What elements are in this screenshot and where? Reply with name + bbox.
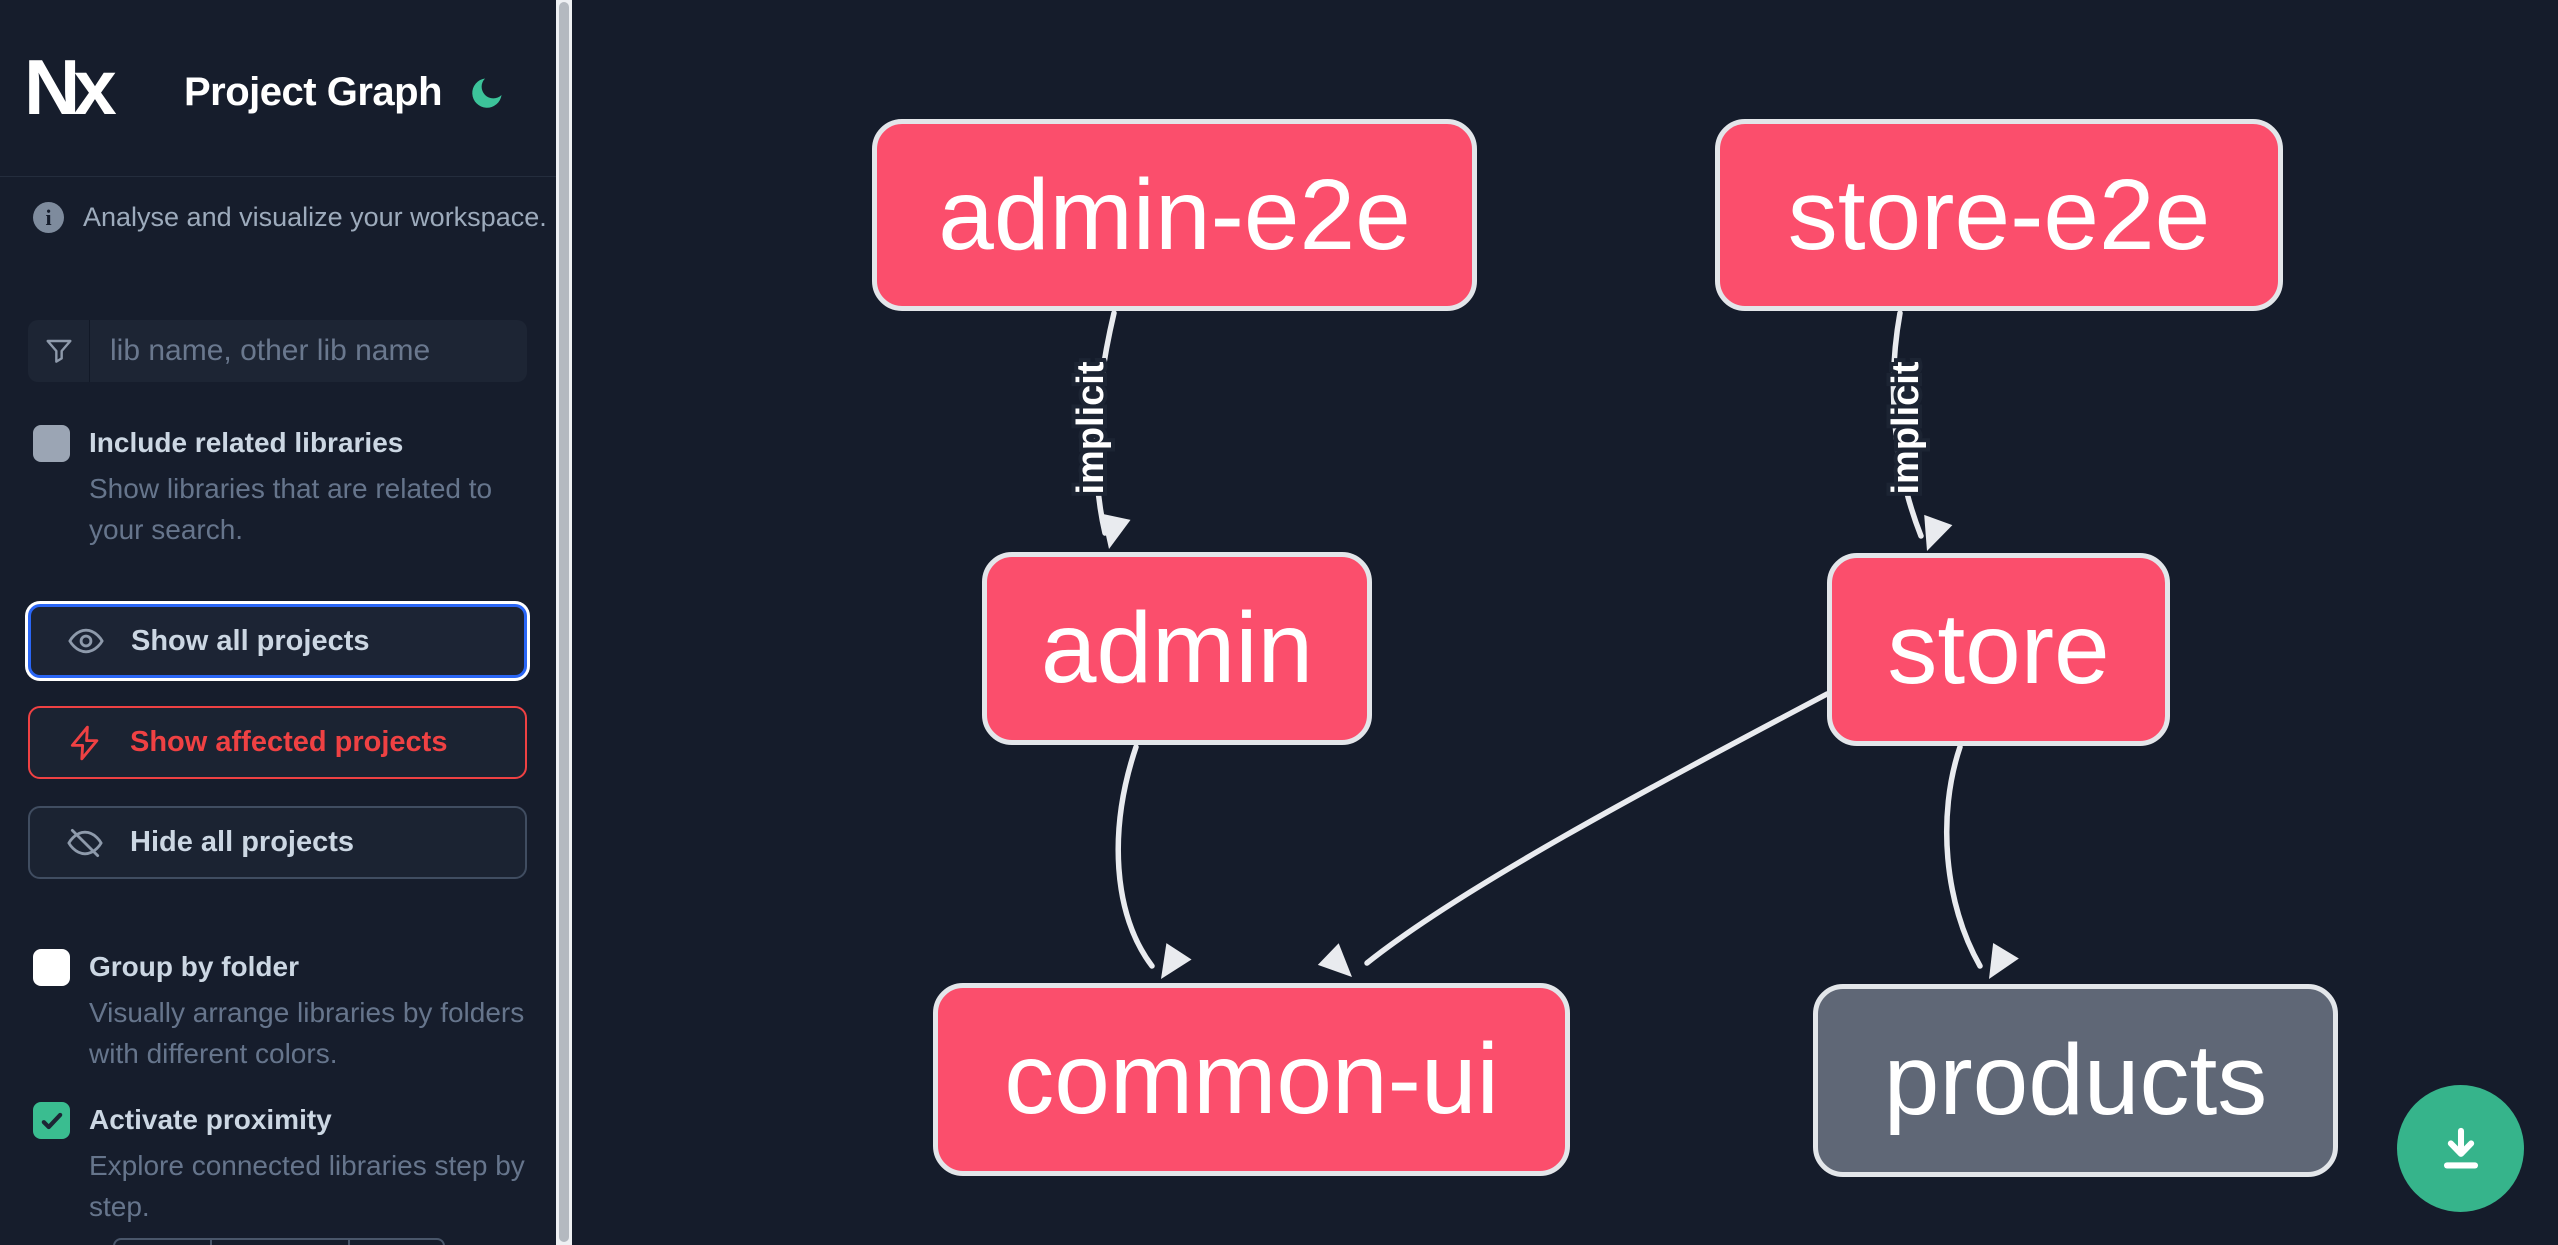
button-label: Hide all projects xyxy=(130,826,355,858)
edge-label-implicit: implicit xyxy=(1070,361,1112,494)
arrowhead xyxy=(1101,513,1131,549)
arrowhead xyxy=(1161,943,1192,979)
nx-logo-text: Nx xyxy=(28,48,116,128)
activate-proximity-checkbox[interactable] xyxy=(33,1102,70,1139)
edge-store-to-common-ui xyxy=(1364,691,1830,966)
search-input[interactable] xyxy=(90,320,527,382)
sidebar-scrollbar[interactable] xyxy=(556,0,572,1245)
arrowhead xyxy=(1924,514,1953,551)
show-affected-projects-button[interactable]: Show affected projects xyxy=(28,706,527,779)
edge-admin-e2e-to-admin xyxy=(1093,310,1117,536)
download-icon xyxy=(2432,1120,2490,1178)
checkbox-label: Group by folder xyxy=(89,951,299,982)
edge-store-e2e-to-store xyxy=(1890,310,1924,539)
button-label: Show affected projects xyxy=(130,726,448,758)
button-label: Show all projects xyxy=(131,624,370,657)
page-title: Project Graph xyxy=(184,70,443,114)
bolt-icon xyxy=(66,724,104,762)
include-related-libraries-checkbox[interactable] xyxy=(33,425,70,462)
group-by-folder-row: Group by folder Visually arrange librari… xyxy=(33,948,534,1074)
arrowhead xyxy=(1317,943,1352,977)
hide-all-projects-button[interactable]: Hide all projects xyxy=(28,806,527,879)
workspace-tagline-row: i Analyse and visualize your workspace. xyxy=(33,202,547,233)
stepper-divider xyxy=(348,1240,350,1245)
group-by-folder-checkbox[interactable] xyxy=(33,949,70,986)
download-graph-button[interactable] xyxy=(2397,1085,2524,1212)
checkbox-label: Include related libraries xyxy=(89,427,404,458)
graph-node-products[interactable]: products xyxy=(1813,984,2338,1177)
activate-proximity-row: Activate proximity Explore connected lib… xyxy=(33,1101,534,1227)
checkbox-description: Explore connected libraries step by step… xyxy=(89,1150,525,1222)
edge-store-to-products xyxy=(1943,744,1983,969)
arrowhead xyxy=(1989,942,2019,979)
sidebar: Nx Project Graph i Analyse and visualize… xyxy=(0,0,556,1245)
checkbox-label: Activate proximity xyxy=(89,1104,332,1135)
graph-node-store[interactable]: store xyxy=(1827,553,2170,746)
eye-off-icon xyxy=(66,824,104,862)
workspace-tagline: Analyse and visualize your workspace. xyxy=(83,202,547,232)
header-divider xyxy=(0,176,556,177)
nx-logo: Nx xyxy=(28,48,148,128)
stepper-divider xyxy=(210,1240,212,1245)
checkmark-icon xyxy=(41,1112,62,1129)
scrollbar-thumb[interactable] xyxy=(559,2,569,1242)
checkbox-description: Show libraries that are related to your … xyxy=(89,473,493,545)
include-related-libraries-row: Include related libraries Show libraries… xyxy=(33,424,534,550)
graph-node-admin[interactable]: admin xyxy=(982,552,1372,745)
show-all-projects-button[interactable]: Show all projects xyxy=(28,604,527,678)
info-icon: i xyxy=(33,202,64,233)
filter-icon xyxy=(28,320,90,382)
eye-icon xyxy=(67,622,105,660)
proximity-depth-stepper[interactable] xyxy=(113,1238,445,1245)
graph-node-admin-e2e[interactable]: admin-e2e xyxy=(872,119,1477,311)
graph-node-common-ui[interactable]: common-ui xyxy=(933,983,1570,1176)
edge-admin-to-common-ui xyxy=(1115,744,1155,969)
edge-label-implicit: implicit xyxy=(1885,361,1927,494)
theme-toggle-button[interactable] xyxy=(469,74,507,112)
moon-icon xyxy=(469,75,507,111)
search-box xyxy=(28,320,527,382)
checkbox-description: Visually arrange libraries by folders wi… xyxy=(89,997,525,1069)
graph-node-store-e2e[interactable]: store-e2e xyxy=(1715,119,2283,311)
